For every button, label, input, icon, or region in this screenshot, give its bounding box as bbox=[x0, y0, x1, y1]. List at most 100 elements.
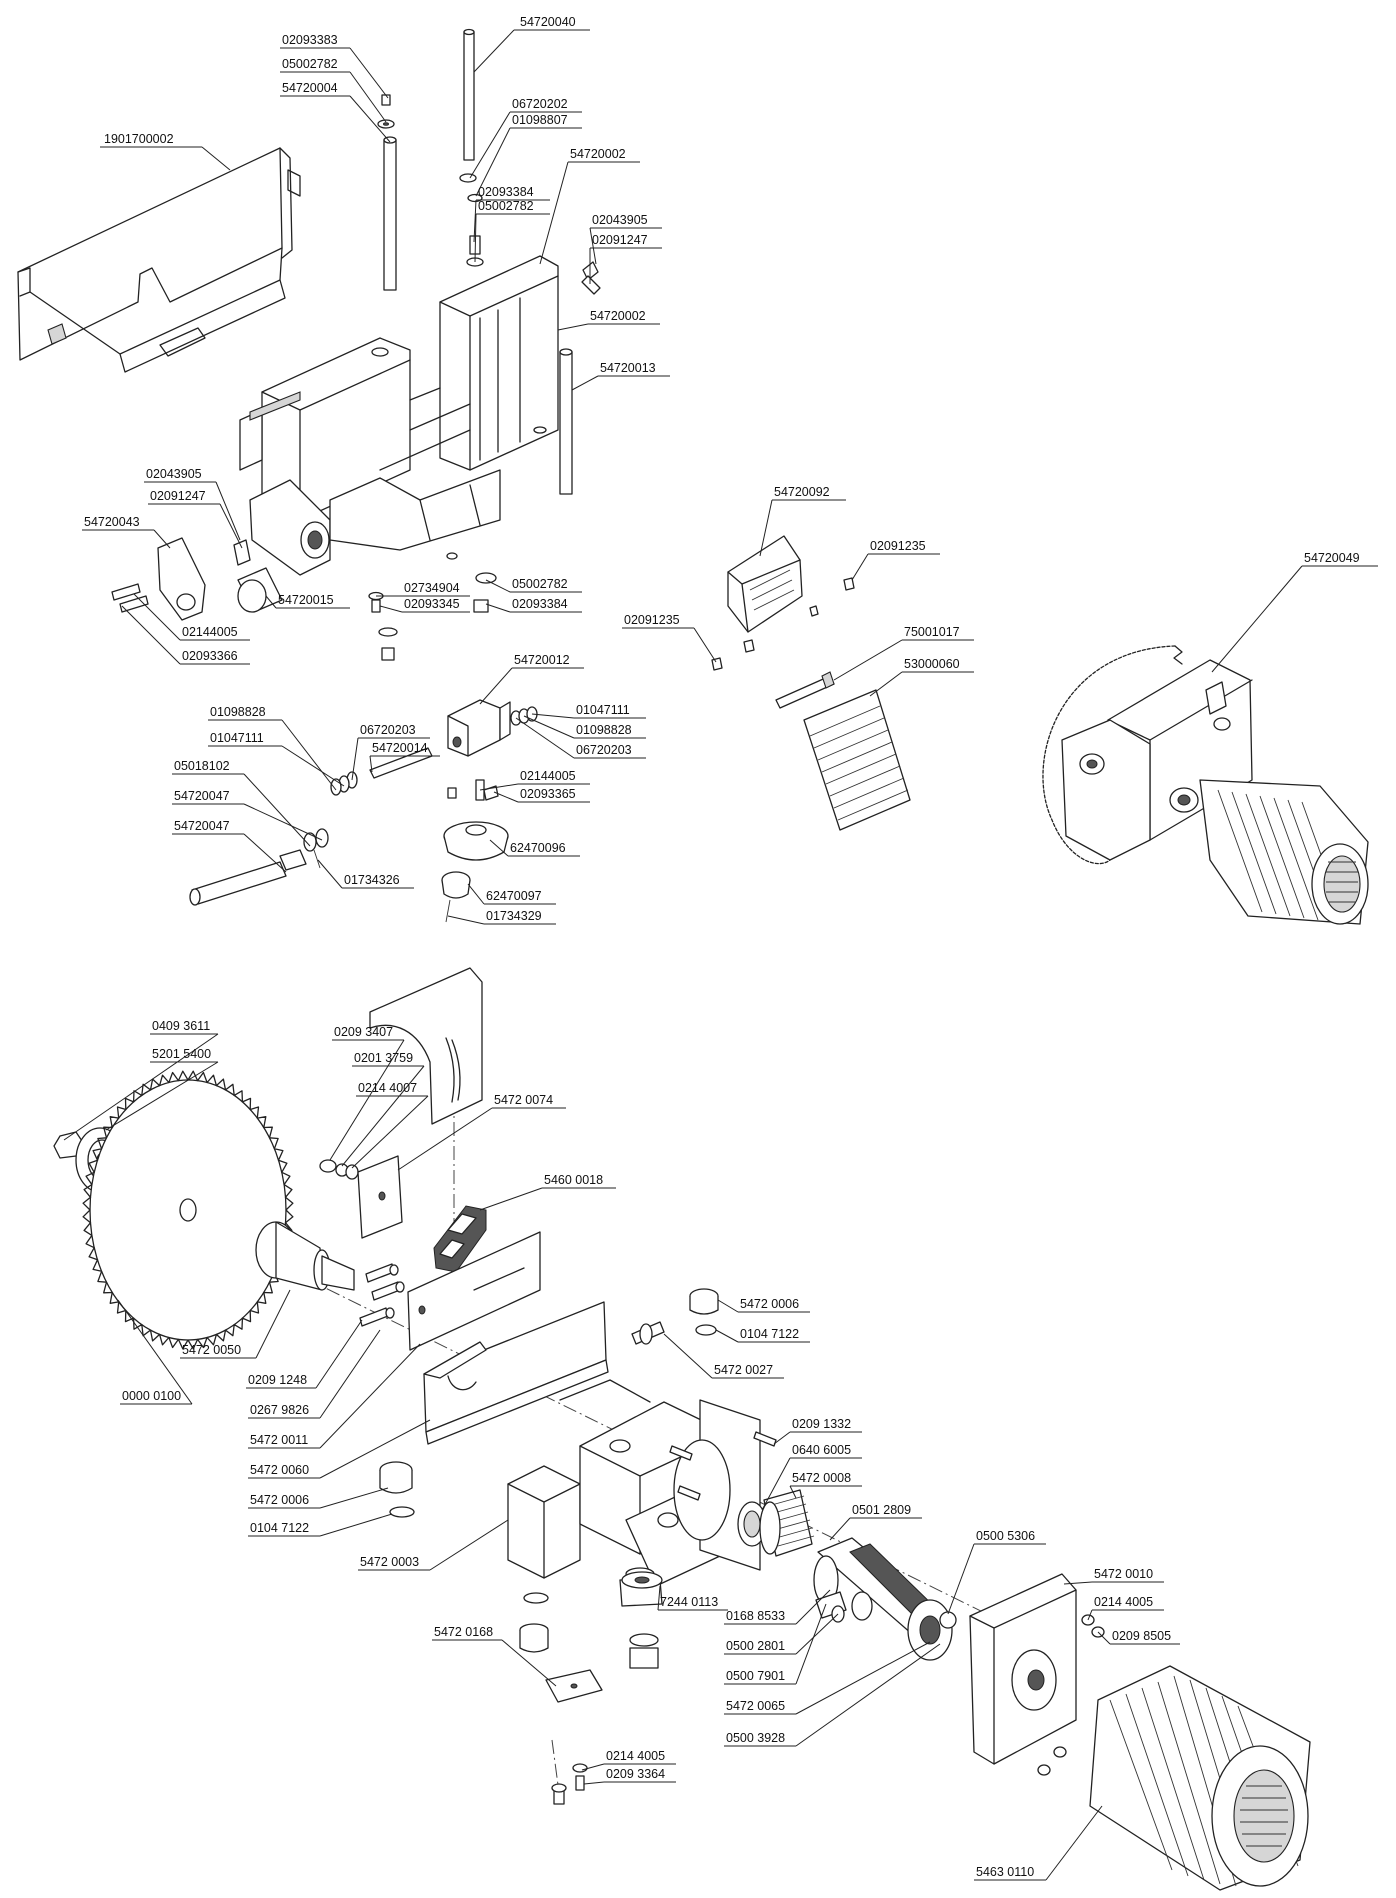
part-label-a09: 02093384 bbox=[478, 185, 534, 199]
part-label-b24: 0500 5306 bbox=[976, 1529, 1035, 1543]
part-label-a31: 54720012 bbox=[514, 653, 570, 667]
leader-line bbox=[351, 737, 359, 781]
leader-line bbox=[255, 1289, 291, 1359]
leader-line bbox=[485, 579, 511, 593]
leader-line bbox=[479, 1187, 543, 1211]
leader-line bbox=[133, 593, 181, 641]
leader-line bbox=[319, 1329, 381, 1419]
part-label-b21: 0640 6005 bbox=[792, 1443, 851, 1457]
leader-line bbox=[489, 839, 509, 857]
part-label-b10: 5472 0027 bbox=[714, 1363, 773, 1377]
part-label-a37: 54720047 bbox=[174, 789, 230, 803]
part-label-a05: 06720202 bbox=[512, 97, 568, 111]
part-label-a29: 53000060 bbox=[904, 657, 960, 671]
bracket-54720012 bbox=[447, 699, 511, 757]
leader-line bbox=[717, 1299, 739, 1313]
part-label-b17: 5472 0006 bbox=[250, 1493, 309, 1507]
part-label-a26: 02091235 bbox=[870, 539, 926, 553]
part-label-a47: 01734329 bbox=[486, 909, 542, 923]
part-label-b12: 0209 1248 bbox=[248, 1373, 307, 1387]
leader-line bbox=[105, 1061, 219, 1131]
leader-line bbox=[351, 1095, 429, 1169]
motor-54630110 bbox=[1089, 1665, 1311, 1891]
part-label-b04: 0201 3759 bbox=[354, 1051, 413, 1065]
leader-line bbox=[475, 127, 511, 197]
part-label-a27: 02091235 bbox=[624, 613, 680, 627]
part-label-b19: 5472 0003 bbox=[360, 1555, 419, 1569]
leader-line bbox=[473, 29, 515, 73]
part-label-a22: 02093384 bbox=[512, 597, 568, 611]
leader-line bbox=[869, 671, 903, 697]
saw-blade-00000100 bbox=[82, 1070, 294, 1350]
leader-line bbox=[485, 603, 511, 613]
part-label-b37: 5463 0110 bbox=[976, 1865, 1034, 1879]
part-label-a45: 62470096 bbox=[510, 841, 566, 855]
leader-line bbox=[539, 161, 569, 265]
leader-line bbox=[795, 1589, 831, 1625]
leader-line bbox=[829, 1517, 851, 1541]
part-label-a25: 54720092 bbox=[774, 485, 830, 499]
part-callouts: 5472004002093383050027825472000406720202… bbox=[63, 15, 1378, 1881]
rod-54720013 bbox=[559, 348, 573, 495]
part-label-b01: 0409 3611 bbox=[152, 1019, 210, 1033]
part-label-b25: 5472 0010 bbox=[1094, 1567, 1153, 1581]
leader-line bbox=[265, 595, 277, 609]
leader-line bbox=[397, 1107, 493, 1171]
leader-line bbox=[329, 1039, 405, 1161]
leader-line bbox=[531, 713, 575, 719]
leader-line bbox=[479, 667, 513, 705]
leader-line bbox=[467, 883, 485, 905]
leader-line bbox=[795, 1641, 931, 1715]
leader-line bbox=[219, 503, 243, 549]
part-label-a30: 54720049 bbox=[1304, 551, 1360, 565]
leader-line bbox=[349, 71, 387, 123]
leader-line bbox=[379, 605, 403, 613]
block-54600018 bbox=[433, 1205, 487, 1273]
part-label-a08: 54720002 bbox=[570, 147, 626, 161]
leader-line bbox=[589, 227, 597, 265]
part-label-a28: 75001017 bbox=[904, 625, 960, 639]
part-label-b08: 5472 0006 bbox=[740, 1297, 799, 1311]
shaft-54720047 bbox=[189, 828, 329, 906]
part-label-a17: 54720043 bbox=[84, 515, 140, 529]
guard-plate-1901700002 bbox=[17, 147, 301, 373]
leader-line bbox=[515, 717, 575, 759]
part-label-a24: 02093366 bbox=[182, 649, 238, 663]
part-label-a02: 02093383 bbox=[282, 33, 338, 47]
leader-line bbox=[243, 773, 311, 847]
leader-line bbox=[501, 1639, 557, 1687]
leader-line bbox=[581, 1763, 605, 1771]
leader-line bbox=[243, 833, 287, 873]
cover-54720092 bbox=[727, 535, 803, 633]
part-label-a06: 01098807 bbox=[512, 113, 568, 127]
part-label-b27: 0209 8505 bbox=[1112, 1629, 1171, 1643]
leader-line bbox=[523, 715, 575, 739]
leader-line bbox=[341, 1065, 425, 1167]
part-label-a46: 62470097 bbox=[486, 889, 542, 903]
leader-line bbox=[319, 1343, 421, 1449]
knob-62470097 bbox=[441, 871, 471, 923]
part-label-a38: 54720047 bbox=[174, 819, 230, 833]
part-label-b02: 5201 5400 bbox=[152, 1047, 211, 1061]
part-label-b26: 0214 4005 bbox=[1094, 1595, 1153, 1609]
part-label-b15: 5472 0011 bbox=[250, 1433, 308, 1447]
part-label-b05: 0214 4007 bbox=[358, 1081, 417, 1095]
leader-line bbox=[319, 1487, 389, 1509]
part-label-a12: 02091247 bbox=[592, 233, 648, 247]
leader-line bbox=[833, 639, 903, 681]
part-label-b31: 0500 7901 bbox=[726, 1669, 785, 1683]
part-label-a43: 02144005 bbox=[520, 769, 576, 783]
leader-line bbox=[215, 481, 241, 541]
part-label-a34: 06720203 bbox=[360, 723, 416, 737]
leader-line bbox=[153, 529, 171, 549]
part-label-a33: 01047111 bbox=[210, 731, 264, 745]
leader-line bbox=[1097, 1631, 1111, 1645]
sleeve-54720015 bbox=[237, 567, 283, 613]
main-frame bbox=[239, 255, 559, 576]
leader-line bbox=[851, 553, 869, 581]
leader-line bbox=[773, 1431, 791, 1445]
leader-line bbox=[319, 1419, 431, 1479]
leader-line bbox=[429, 1519, 509, 1571]
bellows-53000060 bbox=[803, 689, 911, 831]
leader-line bbox=[583, 1781, 605, 1785]
